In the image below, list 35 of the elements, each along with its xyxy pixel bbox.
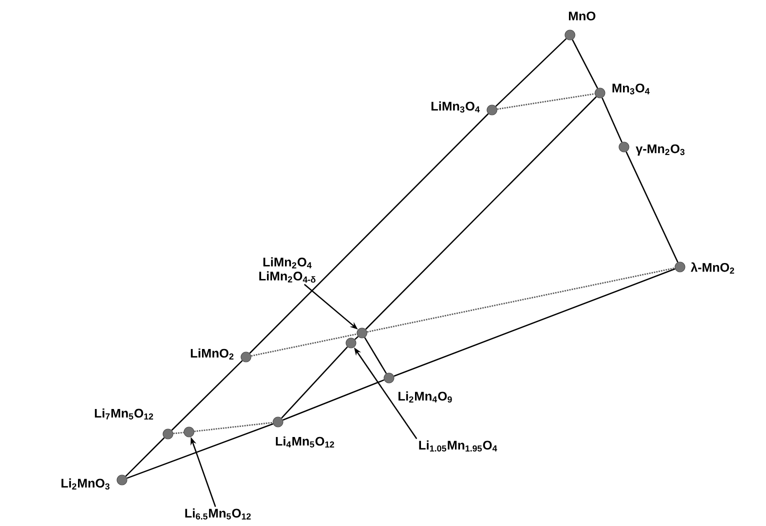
phase-line — [495, 38, 567, 107]
phase-label: Li$_{7}$Mn$_{5}$O$_{12}$ — [94, 408, 154, 420]
phase-label: Li$_{1.05}$Mn$_{1.95}$O$_{4}$ — [419, 440, 498, 452]
phase-line — [354, 336, 359, 340]
phase-line — [364, 337, 387, 374]
phase-label: Li$_{2}$MnO$_{3}$ — [62, 478, 110, 490]
phase-point — [356, 328, 368, 338]
phase-label: Li$_{2}$Mn$_{4}$O$_{9}$ — [398, 391, 452, 403]
tie-line — [367, 267, 675, 333]
phase-line — [282, 379, 384, 421]
phase-line — [281, 346, 348, 419]
phase-line — [626, 152, 678, 262]
phase-label: LiMnO$_{2}$ — [190, 348, 234, 360]
phase-line — [602, 98, 622, 142]
tie-line — [497, 93, 595, 110]
phase-point — [184, 426, 194, 438]
phase-line — [249, 113, 489, 354]
phase-label: γ-Mn$_{2}$O$_{3}$ — [636, 144, 684, 156]
phase-label: Mn$_{3}$O$_{4}$ — [612, 84, 650, 94]
phase-label: Li$_{6.5}$Mn$_{5}$O$_{12}$ — [185, 508, 251, 520]
tie-line — [173, 432, 184, 434]
phase-line — [126, 423, 274, 479]
phase-point — [346, 338, 356, 348]
phase-line — [171, 360, 243, 431]
phase-label: LiMn$_{2}$O$_{4}$ LiMn$_{2}$O$_{4-δ}$ — [259, 257, 316, 283]
phase-label: λ-MnO$_{2}$ — [690, 262, 734, 274]
phase-label: MnO — [568, 12, 596, 20]
phase-line — [394, 268, 676, 377]
phase-line — [365, 96, 597, 330]
tie-line — [194, 422, 273, 432]
phase-line — [572, 39, 598, 89]
phase-line — [125, 437, 165, 477]
phase-label: LiMn$_{3}$O$_{4}$ — [432, 101, 480, 113]
tie-line — [251, 333, 357, 357]
phase-label: Li$_{4}$Mn$_{5}$O$_{12}$ — [276, 436, 334, 448]
